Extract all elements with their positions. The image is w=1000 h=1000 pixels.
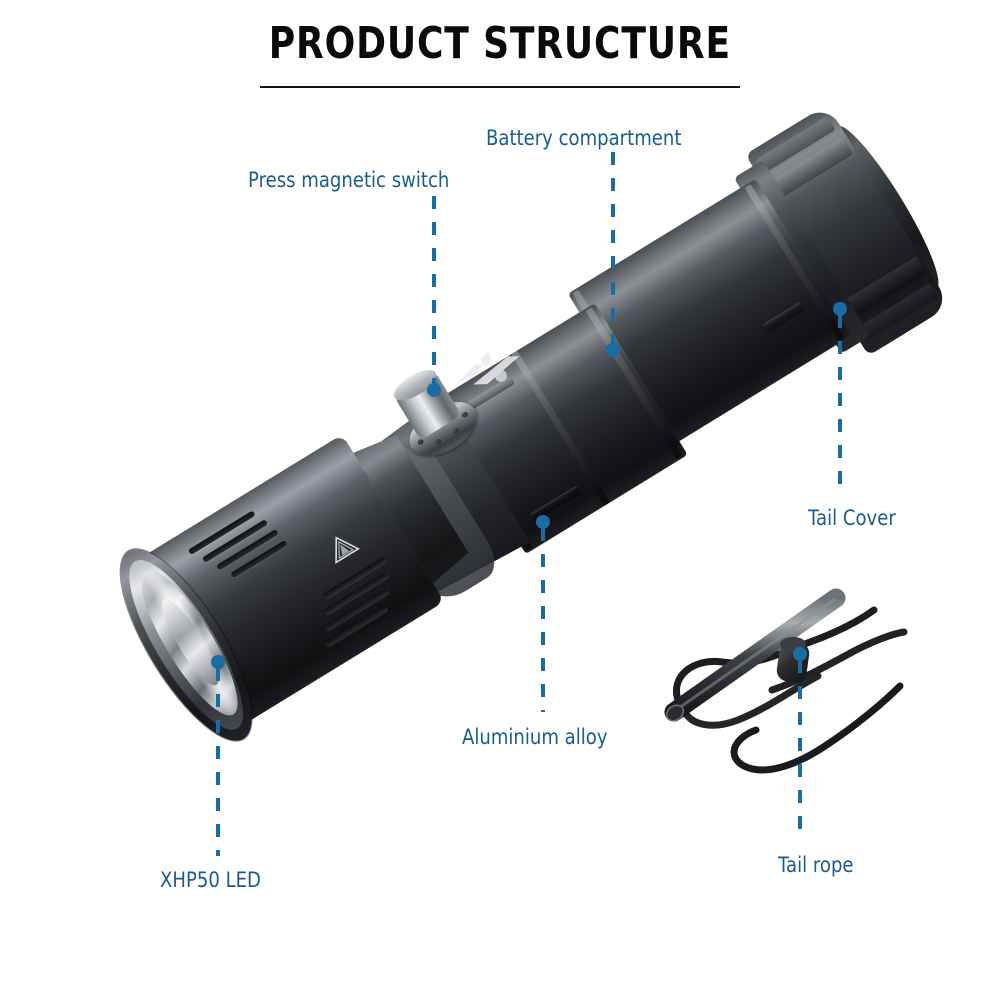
flashlight-illustration xyxy=(62,104,962,800)
warning-triangle-icon xyxy=(335,536,360,564)
tail-rope-lanyard xyxy=(664,588,908,774)
callout-label-battery-compartment: Battery compartment xyxy=(486,126,682,150)
callout-label-xhp50-led: XHP50 LED xyxy=(160,868,261,892)
callout-label-aluminium-alloy: Aluminium alloy xyxy=(462,725,608,749)
callout-label-press-magnetic-switch: Press magnetic switch xyxy=(248,168,450,192)
page-title: PRODUCT STRUCTURE xyxy=(0,22,1000,66)
callout-label-tail-rope: Tail rope xyxy=(778,853,854,877)
title-underline xyxy=(260,86,740,88)
brand-logo-icon xyxy=(457,351,520,385)
callout-label-tail-cover: Tail Cover xyxy=(808,506,896,530)
page-title-text: PRODUCT STRUCTURE xyxy=(268,18,732,69)
